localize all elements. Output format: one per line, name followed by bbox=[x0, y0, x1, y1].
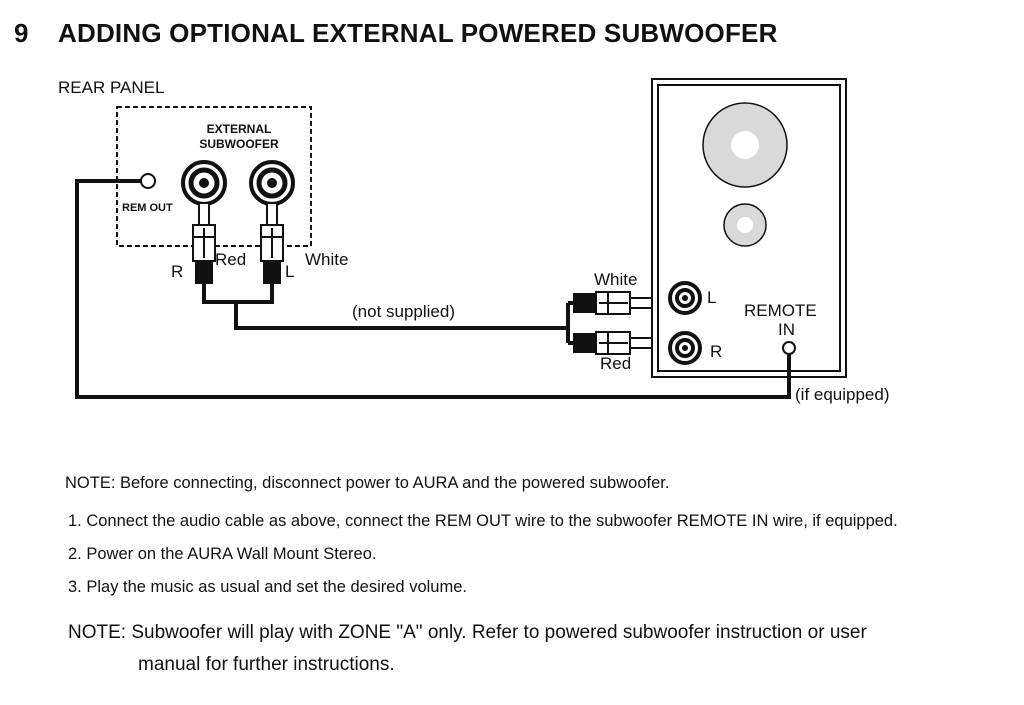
remote-in-jack bbox=[782, 341, 796, 355]
external-subwoofer-label-1: EXTERNAL bbox=[207, 122, 272, 136]
rear-panel-box bbox=[116, 106, 312, 247]
sub-jack-r bbox=[668, 331, 702, 365]
rear-panel-label: REAR PANEL bbox=[58, 78, 164, 97]
rca-plug-left bbox=[192, 202, 216, 284]
note-zone-a: NOTE: Subwoofer will play with ZONE "A" … bbox=[68, 617, 968, 681]
sub-white-label: White bbox=[594, 270, 637, 289]
plug-right-white-label: White bbox=[305, 250, 348, 269]
step-3: 3. Play the music as usual and set the d… bbox=[68, 578, 467, 596]
section-number: 9 bbox=[14, 18, 29, 48]
external-subwoofer-label-2: SUBWOOFER bbox=[199, 137, 279, 151]
sub-plug-red bbox=[573, 331, 653, 355]
sub-r-label: R bbox=[710, 342, 722, 361]
section-title: 9 ADDING OPTIONAL EXTERNAL POWERED SUBWOO… bbox=[14, 18, 778, 49]
rem-out-jack bbox=[140, 173, 156, 189]
step-1: 1. Connect the audio cable as above, con… bbox=[68, 512, 898, 530]
plug-left-red-label: Red bbox=[215, 250, 246, 269]
if-equipped-label: (if equipped) bbox=[795, 385, 890, 404]
rear-jack-left bbox=[181, 160, 227, 206]
remote-in-label-1: REMOTE bbox=[744, 301, 817, 320]
plug-right-l-label: L bbox=[285, 262, 294, 281]
step-2: 2. Power on the AURA Wall Mount Stereo. bbox=[68, 545, 377, 563]
rca-plug-right bbox=[260, 202, 284, 284]
note-before-connecting: NOTE: Before connecting, disconnect powe… bbox=[65, 474, 670, 492]
note-zone-a-line-2: manual for further instructions. bbox=[138, 654, 395, 675]
cable-joiner bbox=[202, 283, 274, 304]
cable-label: (not supplied) bbox=[352, 302, 455, 321]
remote-wire bbox=[75, 179, 791, 399]
sub-l-label: L bbox=[707, 288, 716, 307]
plug-left-r-label: R bbox=[171, 262, 183, 281]
audio-cable bbox=[234, 302, 568, 330]
remote-in-label-2: IN bbox=[778, 320, 795, 339]
note-zone-a-line-1: NOTE: Subwoofer will play with ZONE "A" … bbox=[68, 622, 867, 643]
rear-jack-right bbox=[249, 160, 295, 206]
sub-plug-white bbox=[573, 291, 653, 315]
subwoofer-cabinet-inner bbox=[657, 84, 841, 372]
sub-jack-l bbox=[668, 281, 702, 315]
sub-red-label: Red bbox=[600, 354, 631, 373]
section-heading: ADDING OPTIONAL EXTERNAL POWERED SUBWOOF… bbox=[58, 18, 778, 48]
rem-out-label: REM OUT bbox=[122, 202, 173, 214]
